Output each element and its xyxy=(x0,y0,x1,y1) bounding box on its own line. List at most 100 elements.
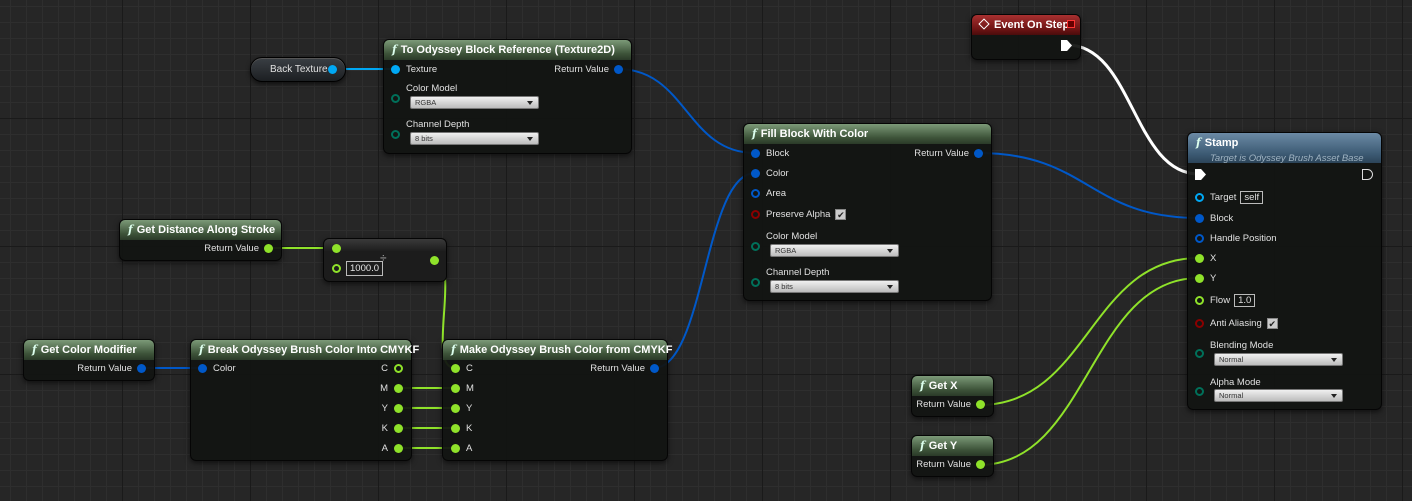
m-input-pin[interactable] xyxy=(451,384,460,393)
color-model-dropdown[interactable]: RGBA xyxy=(770,244,899,257)
return-value-pin[interactable] xyxy=(137,364,146,373)
y-output-pin[interactable] xyxy=(394,404,403,413)
output-pin[interactable] xyxy=(430,256,439,265)
c-output-pin[interactable] xyxy=(394,364,403,373)
y-input-pin[interactable] xyxy=(451,404,460,413)
color-label: Color xyxy=(766,168,789,179)
return-value-pin[interactable] xyxy=(974,149,983,158)
node-title: Get Distance Along Stroke xyxy=(136,224,276,236)
divisor-pin[interactable] xyxy=(332,264,341,273)
handle-position-label: Handle Position xyxy=(1210,233,1277,244)
block-pin[interactable] xyxy=(751,149,760,158)
target-pin[interactable] xyxy=(1195,193,1204,202)
function-icon: f xyxy=(920,439,925,452)
get-x-wire xyxy=(978,257,1200,406)
node-title: To Odyssey Block Reference (Texture2D) xyxy=(400,44,615,56)
a-label: A xyxy=(466,443,473,454)
node-title: Stamp xyxy=(1204,137,1239,149)
alpha-mode-dropdown[interactable]: Normal xyxy=(1214,389,1343,402)
divisor-input[interactable]: 1000.0 xyxy=(346,261,384,276)
a-output-pin[interactable] xyxy=(394,444,403,453)
return-value-pin[interactable] xyxy=(976,460,985,469)
flow-pin[interactable] xyxy=(1195,296,1204,305)
blending-mode-pin[interactable] xyxy=(1195,349,1204,358)
return-value-pin[interactable] xyxy=(976,400,985,409)
function-icon: f xyxy=(451,343,456,356)
texture-pin[interactable] xyxy=(391,65,400,74)
channel-depth-pin[interactable] xyxy=(391,130,400,139)
back-texture-variable-node[interactable]: Back Texture xyxy=(250,57,346,82)
node-subtitle: Target is Odyssey Brush Asset Base xyxy=(1210,153,1364,164)
target-value[interactable]: self xyxy=(1240,191,1264,204)
get-y-wire xyxy=(978,277,1200,466)
return-value-label: Return Value xyxy=(204,243,259,254)
exec-output-pin[interactable] xyxy=(1362,169,1373,180)
area-pin[interactable] xyxy=(751,189,760,198)
return-value-pin[interactable] xyxy=(264,244,273,253)
anti-aliasing-pin[interactable] xyxy=(1195,319,1204,328)
color-pin[interactable] xyxy=(198,364,207,373)
alpha-mode-label: Alpha Mode xyxy=(1210,377,1261,388)
texture-label: Texture xyxy=(406,64,438,75)
back-texture-output-pin[interactable] xyxy=(328,65,337,74)
channel-depth-dropdown[interactable]: 8 bits xyxy=(410,132,539,145)
k-output-pin[interactable] xyxy=(394,424,403,433)
node-title: Get Y xyxy=(928,440,958,452)
return-value-pin[interactable] xyxy=(650,364,659,373)
color-pin[interactable] xyxy=(751,169,760,178)
dividend-pin[interactable] xyxy=(332,244,341,253)
handle-position-pin[interactable] xyxy=(1195,234,1204,243)
a-input-pin[interactable] xyxy=(451,444,460,453)
return-value-label: Return Value xyxy=(914,148,969,159)
y-label: Y xyxy=(381,403,388,414)
back-texture-label: Back Texture xyxy=(270,64,328,75)
flow-label: Flow xyxy=(1210,295,1231,306)
channel-depth-pin[interactable] xyxy=(751,278,760,287)
blending-mode-dropdown[interactable]: Normal xyxy=(1214,353,1343,366)
alpha-mode-pin[interactable] xyxy=(1195,387,1204,396)
return-value-label: Return Value xyxy=(916,459,971,470)
delegate-pin-icon[interactable] xyxy=(1067,20,1075,28)
flow-input[interactable]: 1.0 xyxy=(1234,294,1256,307)
node-title: Fill Block With Color xyxy=(760,128,869,140)
channel-depth-dropdown[interactable]: 8 bits xyxy=(770,280,899,293)
block-label: Block xyxy=(1210,213,1234,224)
color-model-dropdown[interactable]: RGBA xyxy=(410,96,539,109)
node-title: Get Color Modifier xyxy=(40,344,137,356)
preserve-alpha-pin[interactable] xyxy=(751,210,760,219)
channel-depth-label: Channel Depth xyxy=(406,119,470,130)
exec-input-pin[interactable] xyxy=(1195,169,1206,180)
block-label: Block xyxy=(766,148,790,159)
preserve-alpha-checkbox[interactable]: ✔ xyxy=(835,209,847,220)
m-output-pin[interactable] xyxy=(394,384,403,393)
k-input-pin[interactable] xyxy=(451,424,460,433)
color-model-pin[interactable] xyxy=(751,242,760,251)
exec-output-pin[interactable] xyxy=(1061,40,1072,51)
c-input-pin[interactable] xyxy=(451,364,460,373)
block-pin[interactable] xyxy=(1195,214,1204,223)
function-icon: f xyxy=(920,379,925,392)
y-label: Y xyxy=(466,403,473,414)
divide-node[interactable]: 1000.0 ÷ xyxy=(323,238,447,282)
node-title: Make Odyssey Brush Color from CMYKF xyxy=(459,344,673,356)
brush-color-wire xyxy=(653,172,756,369)
color-model-pin[interactable] xyxy=(391,94,400,103)
anti-aliasing-label: Anti Aliasing xyxy=(1210,318,1262,329)
y-pin[interactable] xyxy=(1195,274,1204,283)
anti-aliasing-checkbox[interactable]: ✔ xyxy=(1266,318,1278,329)
event-on-step-node[interactable]: Event On Step xyxy=(971,14,1081,60)
m-label: M xyxy=(466,383,474,394)
x-pin[interactable] xyxy=(1195,254,1204,263)
return-value-pin[interactable] xyxy=(614,65,623,74)
